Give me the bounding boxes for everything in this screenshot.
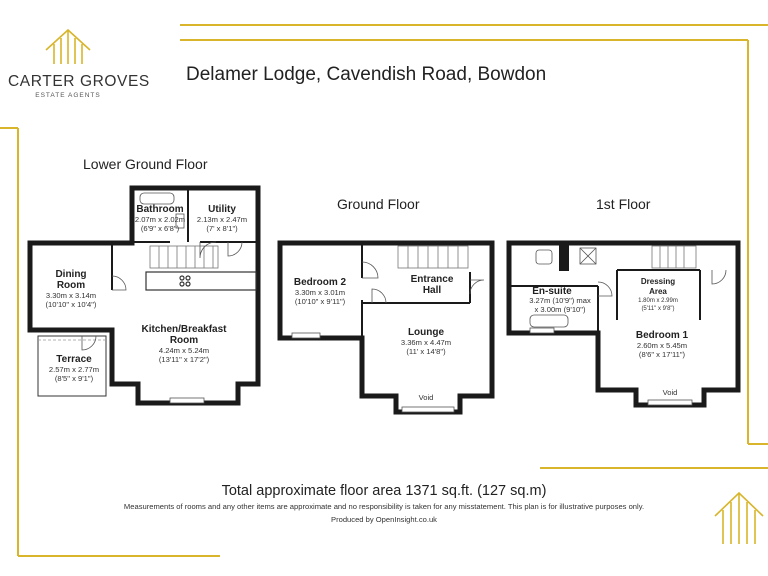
room-dim-ft-kitchen: (13'11" x 17'2") — [159, 355, 210, 364]
brand-logo: CARTER GROVES ESTATE AGENTS — [8, 26, 150, 99]
first-floor-plan: En-suite 3.27m (10'9") max x 3.00m (9'10… — [506, 240, 741, 408]
label-void-ground: Void — [419, 393, 434, 402]
house-roof-corner-icon — [714, 491, 764, 544]
room-name-ensuite: En-suite — [532, 286, 572, 297]
lg-kitchen-counter — [145, 271, 257, 291]
room-dim-ft-lounge: (11' x 14'8") — [406, 347, 446, 356]
room-name-bathroom: Bathroom — [136, 204, 183, 215]
gf-staircase — [397, 245, 469, 269]
lg-terrace-door — [81, 335, 97, 351]
room-name-utility: Utility — [208, 204, 236, 215]
room-dim-ft-bedroom1: (8'6" x 17'11") — [639, 350, 686, 359]
room-dim-m-kitchen: 4.24m x 5.24m — [159, 346, 209, 355]
lg-bath-basin — [175, 213, 185, 229]
total-floor-area: Total approximate floor area 1371 sq.ft.… — [221, 483, 547, 499]
ff-window-ensuite — [529, 327, 555, 334]
disclaimer-text: Measurements of rooms and any other item… — [123, 502, 645, 511]
room-name-dining-2: Room — [57, 280, 85, 291]
room-name-kitchen-2: Room — [170, 335, 198, 346]
house-roof-logo-icon — [45, 28, 91, 64]
gf-door-swings — [361, 261, 485, 304]
floor-label-ground: Ground Floor — [337, 196, 420, 212]
ff-chimney — [559, 243, 569, 271]
lower-ground-floor-plan: Bathroom 2.07m x 2.02m (6'9" x 6'8") Uti… — [27, 185, 261, 406]
room-dim-m-bathroom: 2.07m x 2.02m — [135, 215, 185, 224]
room-dim-ft-utility: (7' x 8'1") — [206, 224, 238, 233]
room-name-hall-2: Hall — [423, 285, 442, 296]
gf-outer-wall — [277, 240, 495, 415]
room-dim-ft-bathroom: (6'9" x 6'8") — [141, 224, 180, 233]
lg-terrace — [37, 335, 107, 397]
gf-window-bedroom2 — [291, 332, 321, 339]
room-name-dressing-1: Dressing — [641, 277, 675, 286]
room-dim-m-bedroom2: 3.30m x 3.01m — [295, 288, 345, 297]
producer-credit: Produced by OpenInsight.co.uk — [331, 515, 437, 524]
room-name-hall-1: Entrance — [411, 274, 454, 285]
ff-outer-wall — [506, 240, 741, 408]
ff-staircase — [651, 245, 697, 269]
ff-ensuite-fixtures — [529, 247, 597, 328]
room-dim-ft-ensuite: x 3.00m (9'10") — [535, 305, 586, 314]
room-dim-ft-dressing: (5'11" x 9'8") — [641, 306, 674, 312]
room-name-bedroom1: Bedroom 1 — [636, 330, 689, 341]
lg-staircase — [149, 245, 219, 269]
room-name-bedroom2: Bedroom 2 — [294, 277, 347, 288]
room-dim-m-utility: 2.13m x 2.47m — [197, 215, 247, 224]
label-void-first: Void — [663, 388, 678, 397]
lg-door-swings — [111, 241, 243, 291]
room-dim-m-ensuite: 3.27m (10'9") max — [529, 296, 591, 305]
brand-subtitle: ESTATE AGENTS — [35, 92, 101, 99]
room-dim-m-dressing: 1.80m x 2.99m — [638, 298, 678, 304]
floor-label-first: 1st Floor — [596, 196, 651, 212]
ff-void-window — [647, 399, 693, 406]
room-dim-ft-dining: (10'10" x 10'4") — [46, 300, 97, 309]
ground-floor-plan: Bedroom 2 3.30m x 3.01m (10'10" x 9'11")… — [277, 240, 495, 415]
brand-name: CARTER GROVES — [8, 73, 150, 90]
room-name-kitchen-1: Kitchen/Breakfast — [141, 324, 227, 335]
ff-door-swings — [597, 269, 727, 297]
lg-bathtub — [139, 192, 175, 205]
property-title: Delamer Lodge, Cavendish Road, Bowdon — [186, 64, 547, 85]
room-name-dining-1: Dining — [55, 269, 86, 280]
gf-void-window — [401, 406, 455, 413]
room-dim-m-bedroom1: 2.60m x 5.45m — [637, 341, 687, 350]
room-dim-ft-terrace: (8'5" x 9'1") — [55, 374, 94, 383]
room-name-dressing-2: Area — [649, 287, 667, 296]
room-dim-m-terrace: 2.57m x 2.77m — [49, 365, 99, 374]
room-dim-m-lounge: 3.36m x 4.47m — [401, 338, 451, 347]
room-dim-ft-bedroom2: (10'10" x 9'11") — [295, 297, 346, 306]
room-dim-m-dining: 3.30m x 3.14m — [46, 291, 96, 300]
room-name-lounge: Lounge — [408, 327, 445, 338]
room-name-terrace: Terrace — [56, 354, 92, 365]
floor-label-lower-ground: Lower Ground Floor — [83, 156, 208, 172]
lg-window — [169, 397, 205, 404]
lg-outer-wall — [27, 185, 261, 406]
